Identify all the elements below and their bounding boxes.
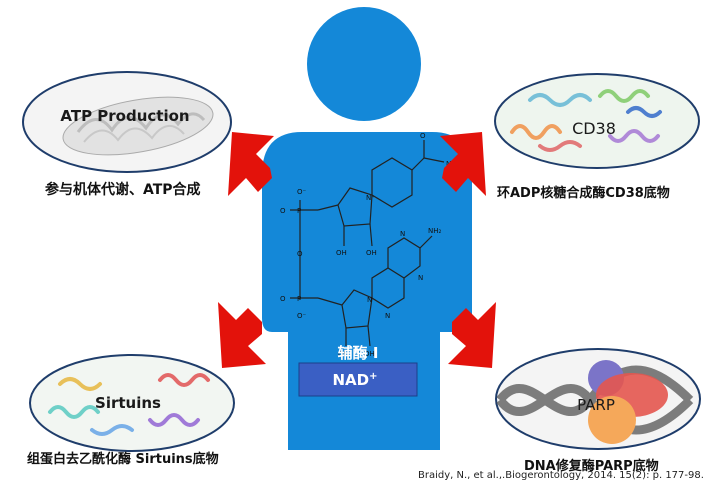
nh2-mid: NH₂ [428, 227, 442, 235]
arrows [218, 132, 496, 368]
o-mid-label: O [297, 250, 303, 258]
sirtuins-oval: Sirtuins [29, 354, 235, 452]
nad-label: NAD+ [332, 371, 377, 389]
person-body [262, 132, 472, 450]
dna-helix-icon [496, 365, 694, 435]
sirtuins-oval-label: Sirtuins [95, 394, 161, 412]
arrow-to-sirtuins [218, 302, 266, 368]
oh-3: OH [338, 350, 349, 358]
atp-caption: 参与机体代谢、ATP合成 [45, 182, 201, 198]
oh-4: OH [364, 350, 375, 358]
carbonyl-o: O [420, 132, 426, 140]
atp-oval: ATP Production [22, 71, 232, 173]
atp-oval-label: ATP Production [60, 107, 189, 125]
arrow-to-cd38 [440, 132, 486, 196]
n-plus: N⁺ [366, 194, 375, 202]
o-minus-top: O⁻ [297, 188, 307, 196]
nad-box [298, 362, 418, 397]
nad-label-main: NAD [332, 371, 369, 389]
oh-2: OH [366, 249, 377, 257]
citation: Braidy, N., et al.,.Biogerontology, 2014… [418, 470, 704, 481]
nad-molecule [290, 140, 445, 347]
nad-chinese-label: 辅酶 I [338, 344, 379, 362]
protein-structure-icon [48, 373, 210, 436]
molecule-labels: O⁻ P O O P O O⁻ NH₂ O N⁺ OH OH NH₂ N N N… [280, 132, 460, 358]
o-minus-bottom: O⁻ [297, 312, 307, 320]
cd38-oval: CD38 [494, 73, 700, 169]
n-a: N [400, 230, 405, 238]
p-bottom-label: P [297, 295, 301, 303]
n-c: N [367, 296, 372, 304]
nad-label-sup: + [369, 371, 377, 382]
parp-caption: DNA修复酶PARP底物 [524, 459, 659, 474]
parp-oval-label: PARP [577, 396, 615, 414]
person-head [307, 7, 421, 121]
parp-oval: PARP [495, 348, 701, 450]
arrow-to-atp [228, 132, 274, 196]
o-top-label: O [280, 207, 286, 215]
oh-1: OH [336, 249, 347, 257]
cd38-oval-label: CD38 [572, 119, 616, 138]
n-b: N [418, 274, 423, 282]
n-d: N [385, 312, 390, 320]
sirtuins-caption: 组蛋白去乙酰化酶 Sirtuins底物 [27, 452, 219, 467]
parp-protein-icon [588, 360, 668, 444]
o-bottom-label: O [280, 295, 286, 303]
arrow-to-parp [448, 302, 496, 368]
protein-structure-icon [510, 89, 662, 152]
p-top-label: P [297, 207, 301, 215]
mitochondrion-icon [62, 96, 214, 156]
cd38-caption: 环ADP核糖合成酶CD38底物 [497, 186, 670, 201]
